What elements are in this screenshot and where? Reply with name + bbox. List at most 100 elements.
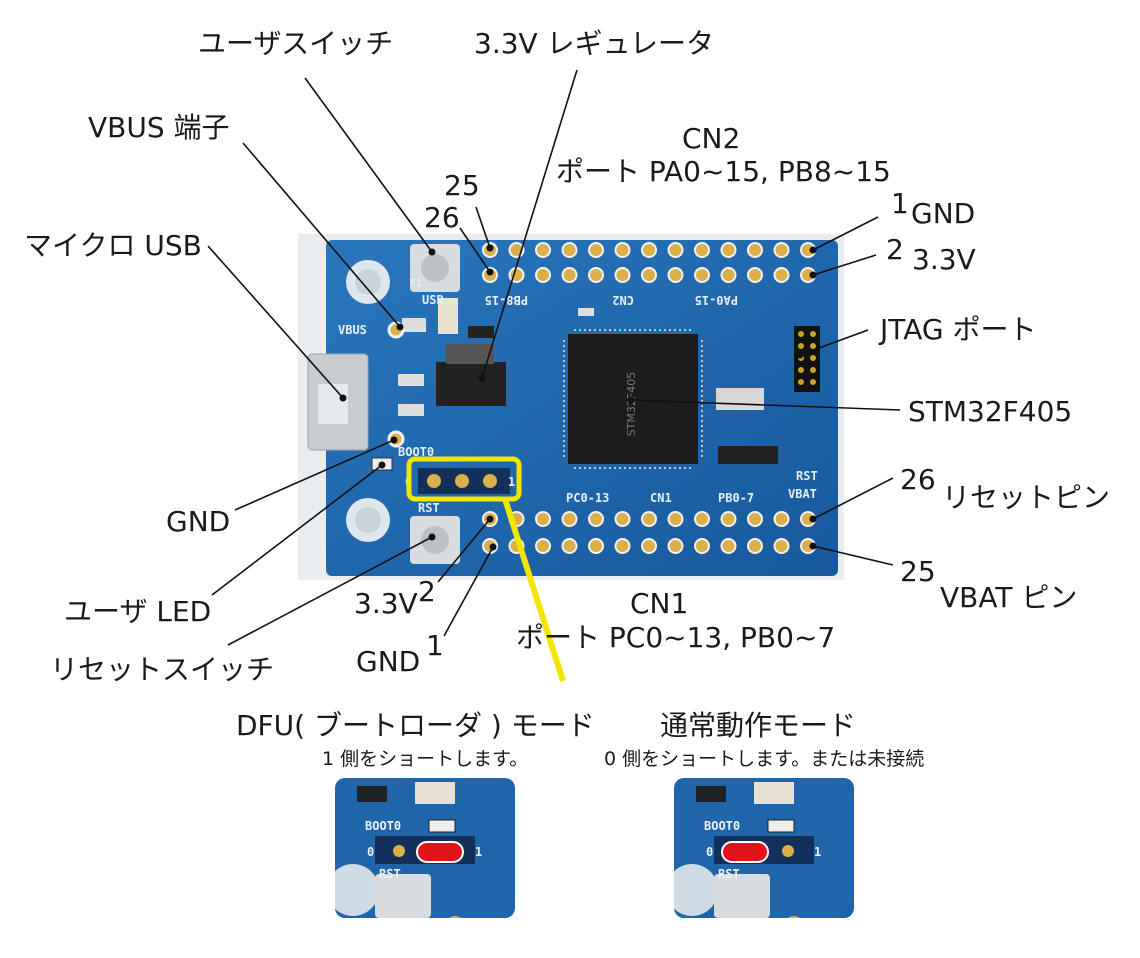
header-pin [667, 511, 684, 527]
svg-text:BOOT0: BOOT0 [704, 819, 740, 833]
label-micro-usb: マイクロ USB [24, 229, 202, 262]
label-cn2-ports: ポート PA0~15, PB8~15 [556, 155, 891, 188]
header-pin [535, 242, 551, 258]
leader-gnd-left [234, 439, 395, 511]
svg-text:CN2: CN2 [612, 293, 634, 307]
label-cn2-33v: 3.3V [912, 243, 976, 276]
label-vbat-pin: VBAT ピン [940, 581, 1078, 614]
jumper-short-left [721, 841, 769, 863]
dfu-mode-description: 1 側をショートします。 [322, 748, 529, 770]
label-user-led: ユーザ LED [64, 595, 212, 628]
svg-text:USR: USR [422, 293, 444, 307]
header-pin [614, 242, 631, 258]
header-pin [535, 511, 551, 527]
label-cn2-gnd: GND [911, 197, 976, 230]
leader-cn2-25 [475, 206, 491, 249]
label-mcu: STM32F405 [908, 395, 1073, 428]
header-pin [694, 538, 710, 554]
svg-text:PC0-13: PC0-13 [566, 491, 609, 505]
label-cn1-gnd: GND [356, 645, 421, 678]
header-pin [561, 267, 578, 283]
header-pin [641, 267, 657, 283]
normal-inset-photo: BOOT0 RST 0 1 [674, 778, 854, 918]
boot0-highlight-box [406, 456, 522, 502]
label-cn1-pin2: 2 [418, 575, 436, 608]
header-pin [641, 538, 657, 554]
boot0-highlight-pointer [502, 498, 566, 682]
header-pin [614, 267, 631, 283]
header-pin [667, 267, 684, 283]
svg-text:RST: RST [379, 867, 401, 881]
header-pin [641, 511, 657, 527]
header-pin [773, 242, 790, 258]
label-cn1-ports: ポート PC0~13, PB0~7 [516, 621, 836, 654]
header-pin [773, 538, 790, 554]
header-pin [535, 538, 551, 554]
leader-user-led [211, 464, 383, 596]
header-pin [694, 511, 710, 527]
leader-cn2-26 [459, 227, 491, 273]
label-cn2-pin1: 1 [891, 187, 909, 220]
leader-mcu [630, 399, 901, 411]
leader-cn1-1 [443, 546, 494, 637]
svg-text:RST: RST [796, 469, 818, 483]
leader-cn1-2 [437, 518, 491, 583]
board-photo: STM32F405 USR VBUS F1 BOOT0 RST PB8-15 C… [298, 234, 844, 580]
header-pin [773, 511, 790, 527]
label-cn2-pin2: 2 [886, 233, 904, 266]
header-pin [747, 511, 763, 527]
label-gnd-left: GND [166, 505, 231, 538]
header-pin [667, 242, 684, 258]
leader-regulator [481, 69, 578, 379]
svg-text:BOOT0: BOOT0 [398, 445, 434, 459]
leader-jtag [799, 329, 869, 356]
svg-text:1: 1 [475, 845, 482, 859]
header-pin [588, 511, 604, 527]
label-cn2: CN2 [682, 122, 741, 155]
header-pin [535, 267, 551, 283]
header-pin [694, 267, 710, 283]
header-pin [747, 267, 763, 283]
header-pin [588, 538, 604, 554]
svg-text:0: 0 [706, 845, 713, 859]
label-cn1: CN1 [630, 587, 689, 620]
svg-text:BOOT0: BOOT0 [365, 819, 401, 833]
label-cn2-pin25: 25 [444, 169, 480, 202]
leader-cn2-2 [812, 254, 877, 276]
label-reset-pin: リセットピン [942, 481, 1111, 514]
header-pin [720, 242, 737, 258]
leader-vbus [242, 142, 401, 328]
header-pin [720, 538, 737, 554]
normal-mode-title: 通常動作モード [660, 709, 857, 742]
svg-text:CN1: CN1 [650, 491, 672, 505]
cn2-header [482, 242, 816, 283]
header-pin [641, 242, 657, 258]
chip-marking: STM32F405 [625, 372, 638, 437]
leader-reset-pin [812, 477, 894, 520]
leader-reset-switch [227, 536, 433, 646]
label-reset-switch: リセットスイッチ [50, 653, 275, 686]
svg-text:1: 1 [814, 845, 821, 859]
svg-text:1: 1 [508, 475, 515, 489]
svg-text:VBAT: VBAT [788, 487, 817, 501]
header-pin [747, 242, 763, 258]
header-pin [561, 511, 578, 527]
label-regulator: 3.3V レギュレータ [474, 27, 715, 60]
svg-text:VBUS: VBUS [338, 323, 367, 337]
svg-text:F1: F1 [410, 278, 422, 289]
header-pin [561, 242, 578, 258]
header-pin [588, 242, 604, 258]
label-cn2-pin26: 26 [424, 201, 460, 234]
regulator [436, 362, 506, 406]
svg-text:0: 0 [367, 845, 374, 859]
normal-mode-description: 0 側をショートします。または未接続 [604, 748, 925, 770]
svg-text:PA0-15: PA0-15 [695, 293, 738, 307]
leader-usb [207, 245, 344, 399]
svg-text:RST: RST [418, 501, 440, 515]
label-pin25-right: 25 [900, 555, 936, 588]
header-pin [720, 511, 737, 527]
header-pin [614, 538, 631, 554]
svg-text:RST: RST [718, 867, 740, 881]
leader-user-switch [304, 77, 433, 253]
